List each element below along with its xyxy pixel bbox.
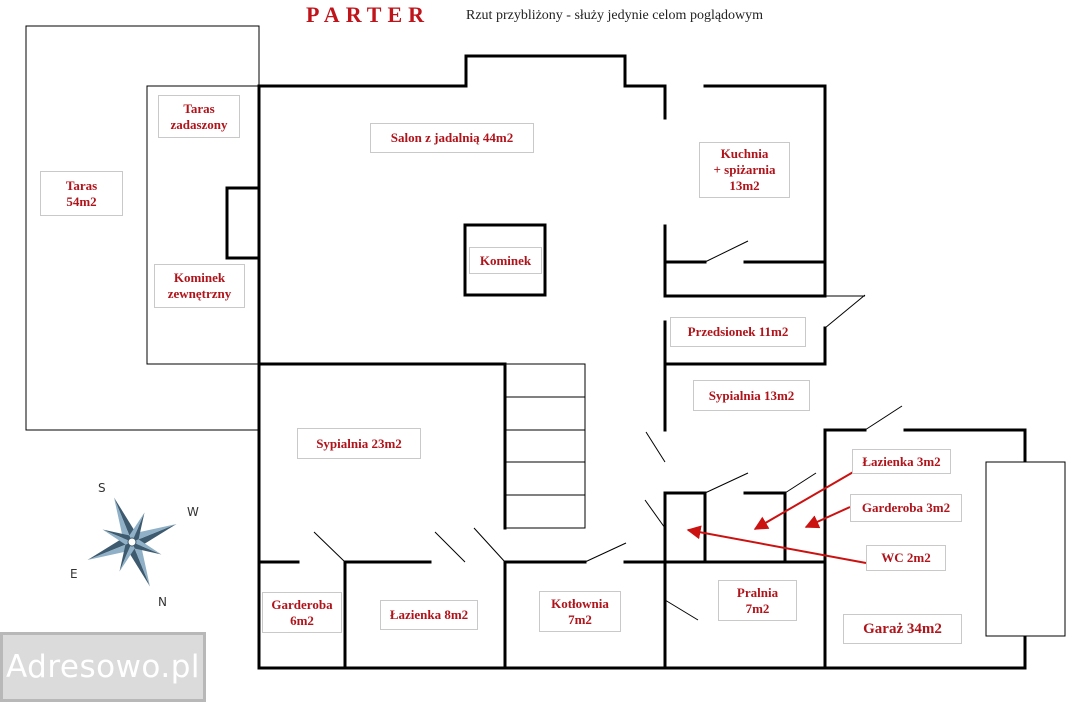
label-kuchnia: Kuchnia + spiżarnia 13m2 [699,142,790,198]
label-wc: WC 2m2 [866,545,946,571]
label-taras: Taras 54m2 [40,171,123,216]
compass-letter-n: N [158,595,167,609]
plan-title: PARTER [306,2,431,27]
label-kominek: Kominek [469,247,542,274]
label-salon: Salon z jadalnią 44m2 [370,123,534,153]
label-garderoba-3: Garderoba 3m2 [850,494,962,522]
adresowo-watermark: Adresowo.pl [0,632,206,702]
label-kotlownia: Kotłownia 7m2 [539,591,621,632]
label-sypialnia-13: Sypialnia 13m2 [693,380,810,411]
label-kominek-zewnetrzny: Kominek zewnętrzny [154,264,245,308]
label-garaz: Garaż 34m2 [843,614,962,644]
label-sypialnia-23: Sypialnia 23m2 [297,428,421,459]
garage-car-outline [985,461,1066,637]
compass-rose: S W E N [70,481,199,609]
compass-letter-e: E [70,567,78,581]
label-lazienka-3: Łazienka 3m2 [852,449,951,474]
label-taras-zadaszony: Taras zadaszony [158,95,240,138]
label-garderoba-6: Garderoba 6m2 [262,592,342,633]
stairs [504,363,586,529]
taras-outline [25,25,260,431]
label-pralnia: Pralnia 7m2 [718,580,797,621]
compass-letter-s: S [98,481,106,495]
compass-letter-w: W [187,505,199,519]
terrace-outlines [25,25,260,431]
door-swings [313,240,903,621]
label-przedsionek: Przedsionek 11m2 [670,317,806,347]
label-lazienka-8: Łazienka 8m2 [380,600,478,630]
walls [225,54,1027,670]
label-arrows [686,470,867,564]
plan-subtitle: Rzut przybliżony - służy jedynie celom p… [466,8,764,23]
